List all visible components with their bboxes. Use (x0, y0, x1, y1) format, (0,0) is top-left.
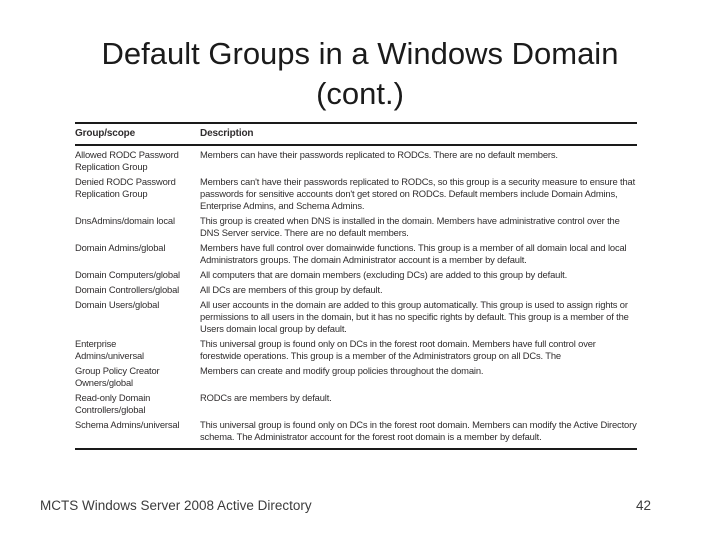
group-name: Read-only Domain Controllers/global (75, 392, 151, 415)
column-header-description: Description (200, 128, 254, 139)
group-name: Domain Controllers/global (75, 284, 180, 295)
table-body: Allowed RODC Password Replication Group … (75, 149, 637, 450)
table-row: Allowed RODC Password Replication Group … (75, 149, 637, 173)
footer-page-number: 42 (635, 498, 651, 513)
slide-title-line2: (cont.) (316, 76, 404, 111)
group-description: All user accounts in the domain are adde… (200, 299, 629, 334)
slide-title-line1: Default Groups in a Windows Domain (101, 36, 619, 71)
table-row: Domain Controllers/global All DCs are me… (75, 284, 637, 296)
group-description: This universal group is found only on DC… (200, 419, 637, 442)
group-name: Denied RODC Password Replication Group (75, 176, 176, 199)
group-name: Domain Admins/global (75, 242, 166, 253)
group-description: This universal group is found only on DC… (200, 338, 596, 361)
column-header-group-scope: Group/scope (75, 128, 136, 139)
group-description: Members can create and modify group poli… (200, 365, 484, 376)
group-name: Domain Users/global (75, 299, 160, 310)
footer-course-title: MCTS Windows Server 2008 Active Director… (40, 498, 312, 513)
default-groups-table: Group/scope Description Allowed RODC Pas… (75, 122, 637, 450)
table-row: Schema Admins/universal This universal g… (75, 419, 637, 443)
group-description: All DCs are members of this group by def… (200, 284, 383, 295)
group-description: All computers that are domain members (e… (200, 269, 568, 280)
table-row: DnsAdmins/domain local This group is cre… (75, 215, 637, 239)
group-name: Schema Admins/universal (75, 419, 180, 430)
group-description: Members can't have their passwords repli… (200, 176, 636, 211)
table-row: Read-only Domain Controllers/global RODC… (75, 392, 637, 416)
table-row: Enterprise Admins/universal This univers… (75, 338, 637, 362)
group-name: Domain Computers/global (75, 269, 180, 280)
table-header-row: Group/scope Description (75, 122, 637, 146)
table-row: Domain Users/global All user accounts in… (75, 299, 637, 335)
table-row: Domain Computers/global All computers th… (75, 269, 637, 281)
group-name: Enterprise Admins/universal (75, 338, 144, 361)
group-name: DnsAdmins/domain local (75, 215, 175, 226)
slide-title: Default Groups in a Windows Domain (cont… (0, 34, 720, 114)
table-row: Domain Admins/global Members have full c… (75, 242, 637, 266)
group-description: Members have full control over domainwid… (200, 242, 627, 265)
group-description: Members can have their passwords replica… (200, 149, 558, 160)
group-name: Allowed RODC Password Replication Group (75, 149, 179, 172)
group-description: This group is created when DNS is instal… (200, 215, 620, 238)
group-description: RODCs are members by default. (200, 392, 332, 403)
group-name: Group Policy Creator Owners/global (75, 365, 160, 388)
table-row: Denied RODC Password Replication Group M… (75, 176, 637, 212)
table-row: Group Policy Creator Owners/global Membe… (75, 365, 637, 389)
